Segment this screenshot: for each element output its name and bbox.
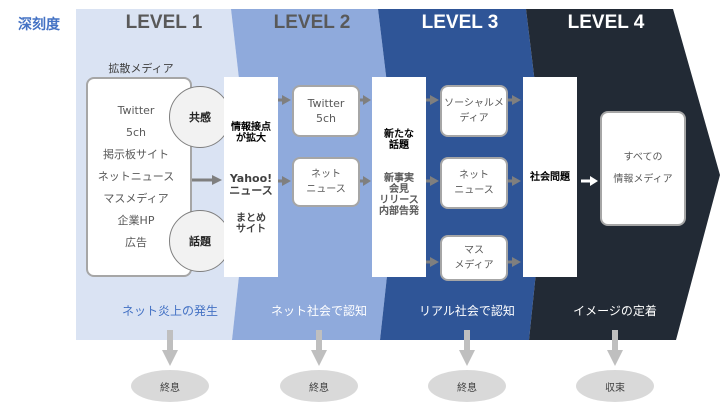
stage-label-2: ネット社会で認知 xyxy=(270,304,367,318)
stage-label-4: イメージの定着 xyxy=(573,304,657,318)
contact-points-column: 情報接点 が拡大 Yahoo! ニュース まとめ サイト xyxy=(224,77,278,277)
empathy-circle: 共感 xyxy=(169,86,231,148)
level3-mass-media-box: マス メディア xyxy=(440,235,508,281)
yahoo-news-label: Yahoo! ニュース xyxy=(229,172,273,197)
media-item: マスメディア xyxy=(103,192,169,205)
media-item: 5ch xyxy=(125,126,147,139)
level3-net-news-box: ネット ニュース xyxy=(440,157,508,209)
media-item: 企業HP xyxy=(117,214,155,227)
social-issue-column: 社会問題 xyxy=(523,77,577,277)
outcome-oval-2: 終息 xyxy=(280,370,358,402)
level2-net-news-box: ネット ニュース xyxy=(292,157,360,207)
new-facts-column: 新たな 話題 新事実 会見 リリース 内部告発 xyxy=(372,77,426,277)
media-item: Twitter xyxy=(117,104,155,117)
stage-label-3: リアル社会で認知 xyxy=(419,304,515,318)
all-media-box: すべての 情報メディア xyxy=(600,111,686,226)
down-arrows xyxy=(162,330,623,366)
new-facts-label: 新事実 会見 リリース 内部告発 xyxy=(379,173,419,217)
social-issue-label: 社会問題 xyxy=(530,171,570,183)
severity-axis-label: 深刻度 xyxy=(18,17,60,33)
stage-label-1: ネット炎上の発生 xyxy=(121,304,218,318)
white-arrow xyxy=(581,176,598,186)
media-item: 広告 xyxy=(125,236,147,249)
media-item: ネットニュース xyxy=(97,170,175,183)
level-4-title: LEVEL 4 xyxy=(567,12,645,33)
level2-twitter-box: Twitter 5ch xyxy=(292,85,360,137)
new-topic-label: 新たな 話題 xyxy=(384,129,414,151)
media-item: 掲示板サイト xyxy=(103,148,169,161)
topic-circle: 話題 xyxy=(169,210,231,272)
level-1-title: LEVEL 1 xyxy=(125,12,203,33)
matome-site-label: まとめ サイト xyxy=(236,213,266,235)
level-3-title: LEVEL 3 xyxy=(421,12,499,33)
outcome-oval-3: 終息 xyxy=(428,370,506,402)
level3-social-media-box: ソーシャルメ ディア xyxy=(440,85,508,137)
outcome-oval-1: 終息 xyxy=(131,370,209,402)
diffusion-media-heading: 拡散メディア xyxy=(108,62,174,75)
contact-expansion-label: 情報接点 が拡大 xyxy=(231,122,271,144)
outcome-oval-4: 収束 xyxy=(576,370,654,402)
level-2-title: LEVEL 2 xyxy=(273,12,351,33)
